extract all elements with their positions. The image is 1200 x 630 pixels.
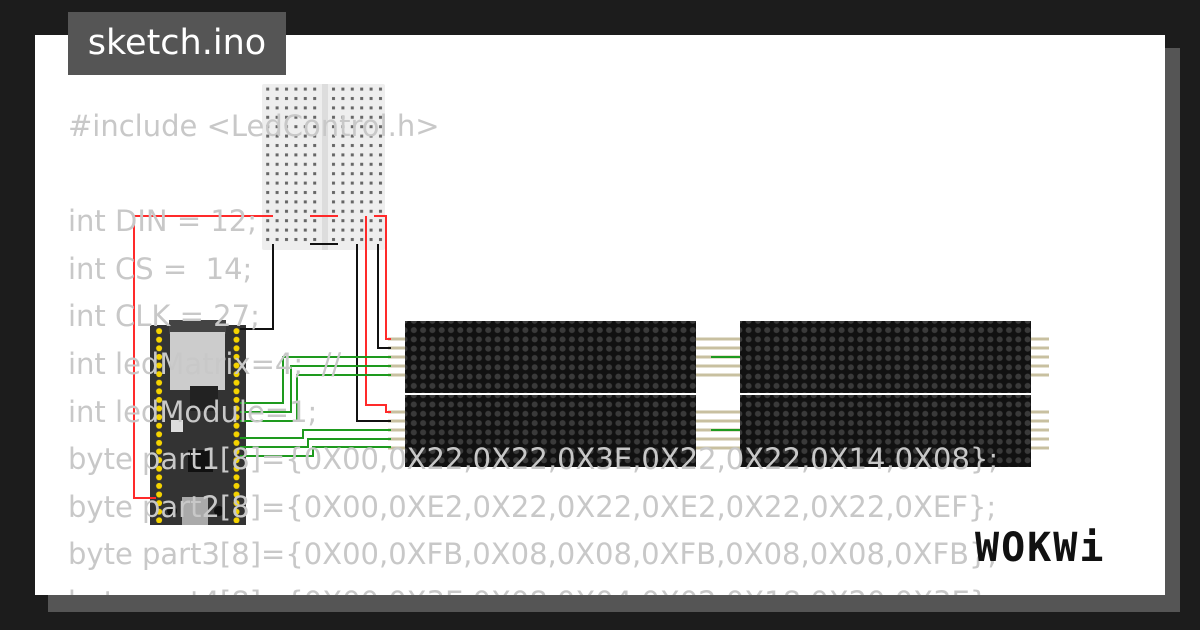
wokwi-logo: WOKWi (975, 525, 1106, 571)
wires (133, 215, 740, 499)
breadboard (262, 84, 385, 250)
code-line: byte part4[8]={0X00,0X3E,0X08,0X04,0X02,… (68, 579, 998, 595)
code-line: byte part3[8]={0X00,0XFB,0X08,0X08,0XFB,… (68, 537, 998, 572)
code-line: #include <LedControl.h> (68, 109, 440, 143)
code-line: int DIN = 12; (68, 204, 258, 239)
code-line: byte part2[8]={0X00,0XE2,0X22,0X22,0XE2,… (68, 489, 997, 524)
code-preview: #include <LedControl.h> ​ int DIN = 12; int… (68, 103, 998, 595)
led-matrix-group (388, 321, 1049, 467)
preview-panel: #include <LedControl.h> ​ int DIN = 12; int… (35, 35, 1165, 595)
esp32-board (150, 320, 246, 525)
code-line: int ledMatrix=4; // (68, 346, 342, 381)
code-line: byte part1[8]={0X00,0X22,0X22,0X3E,0X22,… (68, 442, 999, 477)
code-line: ​ (68, 151, 998, 199)
file-tab[interactable]: sketch.ino (68, 12, 286, 75)
code-line: int ledModule=1; (68, 394, 318, 429)
code-line: int CS = 14; (68, 251, 253, 286)
code-line: int CLK = 27; (68, 299, 260, 334)
